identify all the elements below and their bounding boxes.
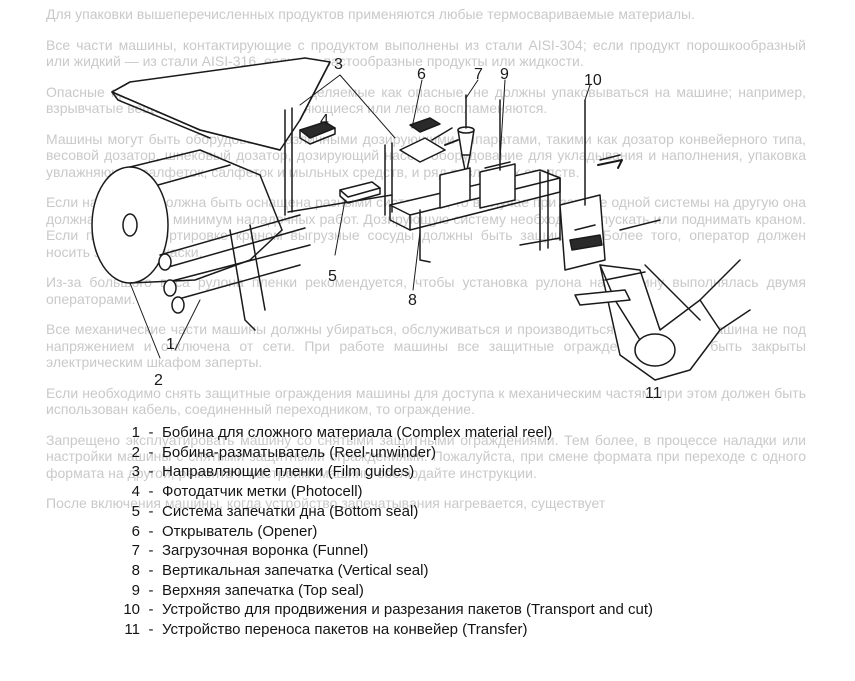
legend-text: Фотодатчик метки (Photocell) [162,483,363,501]
legend-item: 2-Бобина-разматыватель (Reel-unwinder) [118,443,818,463]
reel-unwinder [158,214,311,331]
callout-7: 7 [474,66,483,83]
legend-number: 11 [124,621,140,639]
complex-material-reel [91,149,283,284]
callout-5: 5 [328,268,337,285]
legend-separator: - [148,502,154,520]
legend-item: 7-Загрузочная воронка (Funnel) [118,541,818,561]
legend-number: 9 [131,581,140,599]
background-paragraph: Для упаковки вышеперечисленных продуктов… [46,6,696,22]
legend-separator: - [148,621,154,639]
legend-text: Верхняя запечатка (Top seal) [162,581,364,599]
legend-item: 5-Система запечатки дна (Bottom seal) [118,502,818,522]
bottom-seal [339,181,381,204]
legend-text: Устройство переноса пакетов на конвейер … [162,621,528,639]
opener [399,117,459,163]
legend-item: 9-Верхняя запечатка (Top seal) [118,581,818,601]
legend-separator: - [148,443,154,461]
legend-separator: - [148,581,154,599]
background-paragraph: Если необходимо снять защитные ограждени… [46,384,806,418]
legend-separator: - [148,483,154,501]
legend-separator: - [148,601,154,619]
callout-3: 3 [334,56,343,73]
callout-11: 11 [645,385,662,402]
legend-separator: - [148,561,154,579]
callout-leaders [129,74,591,359]
legend-text: Вертикальная запечатка (Vertical seal) [162,561,429,579]
callout-2: 2 [154,372,163,389]
parts-legend: 1-Бобина для сложного материала (Complex… [118,423,818,640]
legend-text: Бобина-разматыватель (Reel-unwinder) [162,443,436,461]
callout-8: 8 [408,292,417,309]
legend-number: 8 [131,561,140,579]
legend-separator: - [148,542,154,560]
legend-separator: - [148,522,154,540]
legend-item: 4-Фотодатчик метки (Photocell) [118,482,818,502]
film-guides [284,107,393,216]
main-conveyor [389,99,561,263]
callout-1: 1 [166,336,175,353]
callout-10: 10 [584,72,602,89]
funnel [457,94,475,176]
background-paragraph: После включения машины, когда устройство… [46,495,606,511]
legend-item: 10-Устройство для продвижения и разрезан… [118,600,818,620]
legend-text: Загрузочная воронка (Funnel) [162,542,369,560]
legend-number: 3 [131,463,140,481]
legend-text: Открыватель (Opener) [162,522,318,540]
legend-number: 10 [123,601,140,619]
legend-number: 6 [131,522,140,540]
legend-item: 11-Устройство переноса пакетов на конвей… [118,620,818,640]
legend-item: 3-Направляющие пленки (Film guides) [118,462,818,482]
legend-text: Бобина для сложного материала (Complex m… [162,424,553,441]
legend-number: 2 [131,443,140,461]
legend-text: Направляющие пленки (Film guides) [162,463,415,481]
legend-text: Устройство для продвижения и разрезания … [162,601,654,619]
callout-6: 6 [417,66,426,83]
legend-number: 4 [131,483,140,501]
background-paragraph: Запрещено эксплуатировать машину со снят… [46,431,806,481]
transport-and-cut [559,99,623,271]
film-former [111,57,331,151]
legend-text: Система запечатки дна (Bottom seal) [162,502,419,520]
legend-number: 1 [131,424,140,441]
callout-9: 9 [500,66,509,83]
callout-4: 4 [320,112,329,129]
legend-item: 8-Вертикальная запечатка (Vertical seal) [118,561,818,581]
legend-number: 7 [131,542,140,560]
legend-item: 6-Открыватель (Opener) [118,522,818,542]
transfer-conveyor [574,219,751,381]
legend-item: 1-Бобина для сложного материала (Complex… [118,423,818,443]
legend-separator: - [148,424,154,441]
legend-number: 5 [131,502,140,520]
photocell [299,121,336,145]
legend-separator: - [148,463,154,481]
